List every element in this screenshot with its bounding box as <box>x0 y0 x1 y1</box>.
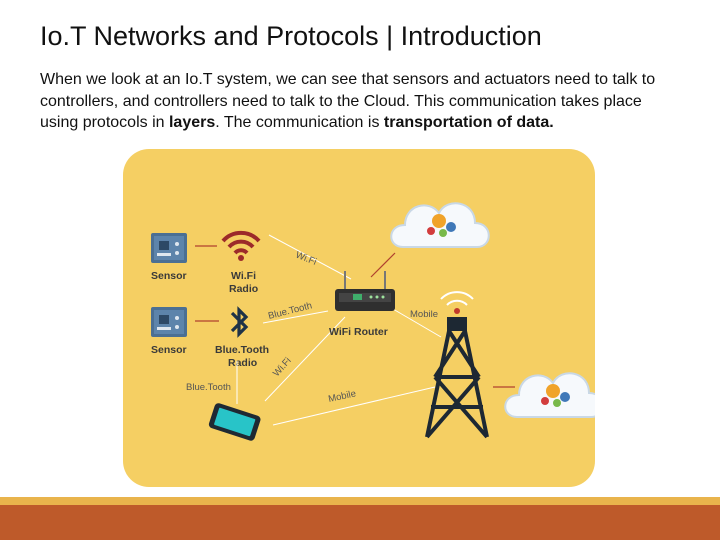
cell-tower-icon <box>425 291 489 439</box>
body-text-bold-transportation: transportation of data <box>383 114 550 131</box>
link-line-wifi-router <box>268 234 352 280</box>
sensor-label-2: Sensor <box>151 344 187 356</box>
sensor-label-1: Sensor <box>151 270 187 282</box>
body-text-part-1: When we look at an Io.T system, we can s… <box>40 71 656 131</box>
diagram-background <box>123 149 595 487</box>
footer-accent-bar <box>0 497 720 505</box>
bluetooth-radio-label-line1: Blue.Tooth <box>215 344 269 356</box>
slide-body-text: When we look at an Io.T system, we can s… <box>40 69 680 134</box>
router-label: WiFi Router <box>329 326 388 338</box>
body-text-bold-layers: layers <box>168 114 216 131</box>
sensor-board-icon <box>151 307 187 337</box>
wifi-radio-label-line1: Wi.Fi <box>231 270 256 282</box>
bluetooth-radio-label-line2: Radio <box>228 357 257 369</box>
bluetooth-icon <box>230 306 249 338</box>
footer-bar <box>0 505 720 540</box>
slide-title: Io.T Networks and Protocols | Introducti… <box>40 21 542 51</box>
smartphone-icon <box>208 403 261 441</box>
connector-line <box>370 252 396 278</box>
link-line-phone-tower <box>272 386 436 426</box>
body-text-part-2: . The communication is <box>215 114 384 131</box>
link-line-router-tower <box>392 308 442 338</box>
link-line-bluetooth-router <box>262 310 329 324</box>
body-text-part-3: . <box>549 114 554 131</box>
link-line-router-phone <box>264 316 346 402</box>
router-icon <box>335 271 395 311</box>
cloud-gears-icon <box>390 202 490 248</box>
sensor-board-icon <box>151 233 187 263</box>
link-label-mobile-tower: Mobile <box>410 309 438 320</box>
link-label-bluetooth-phone: Blue.Tooth <box>186 382 231 393</box>
cloud-gears-icon <box>504 372 595 418</box>
wifi-radio-label-line2: Radio <box>229 283 258 295</box>
iot-network-diagram: Sensor Wi.Fi Radio Sensor Blue.Tooth Rad… <box>123 149 595 487</box>
wifi-signal-icon <box>221 230 261 261</box>
